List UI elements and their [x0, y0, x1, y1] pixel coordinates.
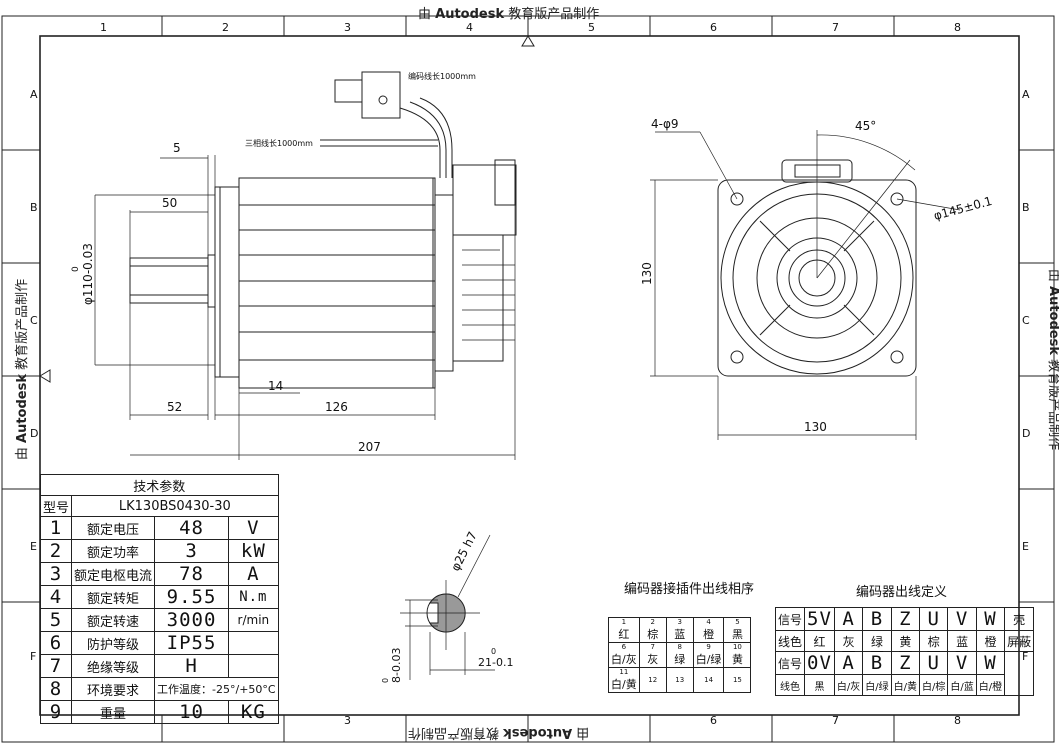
- grid-col-5: 5: [588, 21, 595, 34]
- grid-col-7-bottom: 7: [832, 714, 839, 727]
- encoder-cable-label: 编码线长1000mm: [408, 71, 476, 81]
- grid-row-d: D: [30, 427, 38, 440]
- dim-key-depth: 21-0.1: [478, 656, 513, 669]
- grid-row-c: C: [30, 314, 38, 327]
- dim-pcd: φ145±0.1: [932, 194, 994, 223]
- model-label: 型号: [39, 495, 73, 517]
- grid-col-8: 8: [954, 21, 961, 34]
- grid-row-a-right: A: [1022, 88, 1030, 101]
- connector-title: 编码器接插件出线相序: [624, 582, 755, 597]
- grid-col-3-bottom: 3: [344, 714, 351, 727]
- grid-row-d-right: D: [1022, 427, 1030, 440]
- watermark-top: 由 Autodesk 教育版产品制作: [418, 7, 600, 22]
- grid-col-3: 3: [344, 21, 351, 34]
- dim-key-width: 8-0.03: [390, 648, 403, 683]
- dim-holes: 4-φ9: [651, 117, 679, 131]
- dim-14: 14: [268, 379, 283, 393]
- shaft-section: [400, 534, 495, 680]
- dim-key-depth-upper: 0: [491, 647, 496, 656]
- model-value: LK130BS0430-30: [71, 495, 279, 517]
- watermark-right: 由 Autodesk 教育版产品制作: [1046, 269, 1059, 451]
- grid-col-8-bottom: 8: [954, 714, 961, 727]
- motor-front-view: [650, 130, 961, 440]
- motor-side-view: [94, 71, 517, 460]
- grid-row-a: A: [30, 88, 38, 101]
- dim-130-horizontal: 130: [804, 420, 827, 434]
- grid-row-e-right: E: [1022, 540, 1029, 553]
- grid-row-b: B: [30, 201, 38, 214]
- dim-shaft-dia: φ110-0.03: [81, 243, 95, 305]
- encoder-def-title: 编码器出线定义: [856, 585, 948, 600]
- dim-207: 207: [358, 440, 381, 454]
- dim-key-width-upper: 0: [381, 678, 390, 683]
- grid-row-e: E: [30, 540, 37, 553]
- grid-col-6: 6: [710, 21, 717, 34]
- grid-col-1: 1: [100, 21, 107, 34]
- grid-col-7: 7: [832, 21, 839, 34]
- dim-52: 52: [167, 400, 182, 414]
- dim-shaft-dia-upper: 0: [71, 266, 81, 272]
- dim-angle: 45°: [855, 119, 876, 133]
- grid-col-2: 2: [222, 21, 229, 34]
- power-cable-label: 三相线长1000mm: [245, 138, 313, 148]
- watermark-left: 由 Autodesk 教育版产品制作: [15, 278, 31, 461]
- grid-row-b-right: B: [1022, 201, 1030, 214]
- dim-shaft-section-dia: φ25 h7: [448, 529, 480, 573]
- grid-col-6-bottom: 6: [710, 714, 717, 727]
- grid-row-f: F: [30, 650, 36, 663]
- watermark-bottom: 由 Autodesk 教育版产品制作: [408, 725, 590, 740]
- dim-5: 5: [173, 141, 181, 155]
- spec-title: 技术参数: [40, 474, 279, 496]
- grid-row-c-right: C: [1022, 314, 1030, 327]
- dim-130-vertical: 130: [640, 262, 654, 285]
- dim-126: 126: [325, 400, 348, 414]
- grid-col-4: 4: [466, 21, 473, 34]
- dim-50: 50: [162, 196, 177, 210]
